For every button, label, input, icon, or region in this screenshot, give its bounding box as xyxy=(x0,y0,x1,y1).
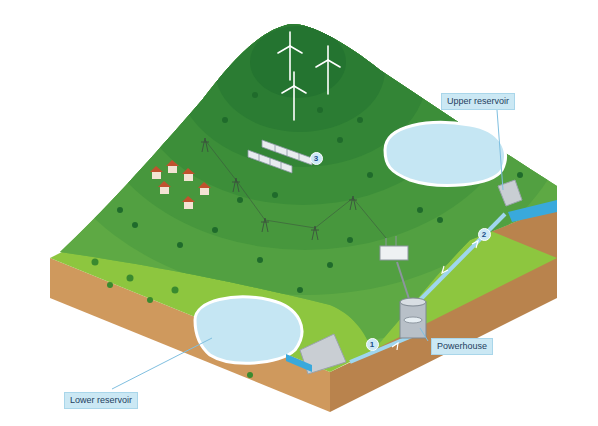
substation-mast xyxy=(396,236,397,246)
upper-dam xyxy=(498,180,522,206)
label-text: Lower reservoir xyxy=(70,395,132,406)
houses xyxy=(150,160,211,209)
lower-water-section xyxy=(286,354,312,372)
label-box: Powerhouse xyxy=(431,338,493,355)
solar-panels xyxy=(248,140,312,173)
callout-number: 2 xyxy=(478,228,491,241)
substation xyxy=(380,246,408,260)
upper-reservoir-water xyxy=(385,122,505,185)
tailrace-tunnel xyxy=(350,336,412,362)
powerhouse-cavern xyxy=(400,302,426,338)
powerhouse-top xyxy=(400,298,426,306)
callout-number: 3 xyxy=(310,152,323,165)
upper-water-section xyxy=(508,200,557,222)
label-box: Upper reservoir xyxy=(441,93,515,110)
penstock xyxy=(414,214,505,306)
turbine xyxy=(404,317,422,323)
lower-reservoir-water xyxy=(195,297,302,363)
wind-turbines xyxy=(278,32,340,120)
label-text: Upper reservoir xyxy=(447,96,509,107)
callout-number: 1 xyxy=(366,338,379,351)
trees xyxy=(117,92,523,293)
power-lines xyxy=(201,138,386,240)
flow-arrow xyxy=(392,343,398,350)
flow-arrow xyxy=(472,241,478,248)
label-box: Lower reservoir xyxy=(64,392,138,409)
substation-mast xyxy=(386,238,387,246)
label-text: Powerhouse xyxy=(437,341,487,352)
access-shaft xyxy=(397,262,410,302)
trees xyxy=(92,259,254,379)
leader-line xyxy=(420,328,428,341)
leader-line xyxy=(112,338,212,389)
flow-arrow xyxy=(442,266,448,273)
leader-line xyxy=(497,110,503,190)
